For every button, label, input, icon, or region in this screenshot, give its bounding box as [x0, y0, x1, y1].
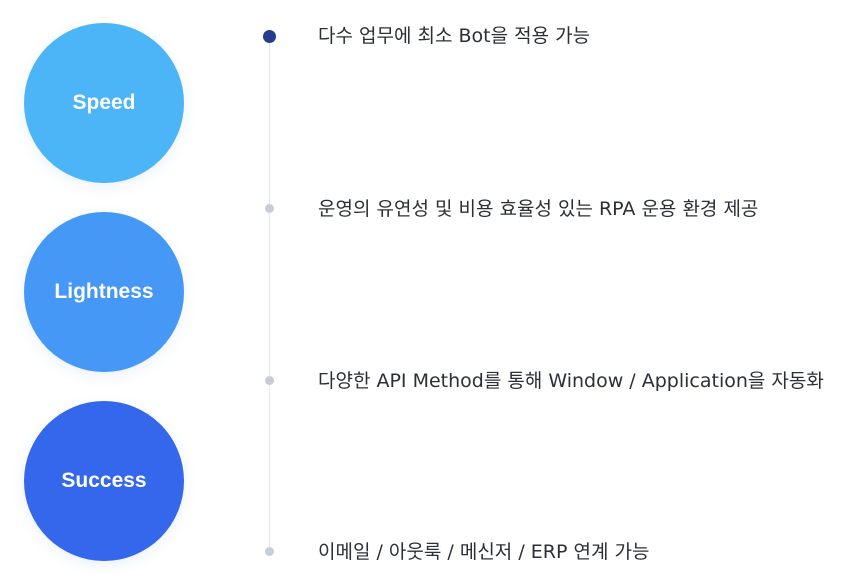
- success-circle: Success: [24, 401, 184, 561]
- timeline-dot-active: [263, 30, 276, 43]
- timeline-item-text: 이메일 / 아웃룩 / 메신저 / ERP 연계 가능: [318, 541, 650, 563]
- timeline-item-text: 운영의 유연성 및 비용 효율성 있는 RPA 운용 환경 제공: [318, 198, 759, 220]
- lightness-label: Lightness: [54, 280, 154, 303]
- lightness-circle: Lightness: [24, 212, 184, 372]
- timeline-dot: [265, 547, 274, 556]
- timeline-line: [269, 36, 270, 552]
- speed-circle: Speed: [24, 23, 184, 183]
- timeline-dot: [265, 376, 274, 385]
- timeline-dot: [265, 204, 274, 213]
- timeline-item-text: 다수 업무에 최소 Bot을 적용 가능: [318, 25, 591, 47]
- success-label: Success: [61, 469, 147, 492]
- speed-label: Speed: [72, 91, 136, 114]
- timeline-item-text: 다양한 API Method를 통해 Window / Application을…: [318, 370, 824, 392]
